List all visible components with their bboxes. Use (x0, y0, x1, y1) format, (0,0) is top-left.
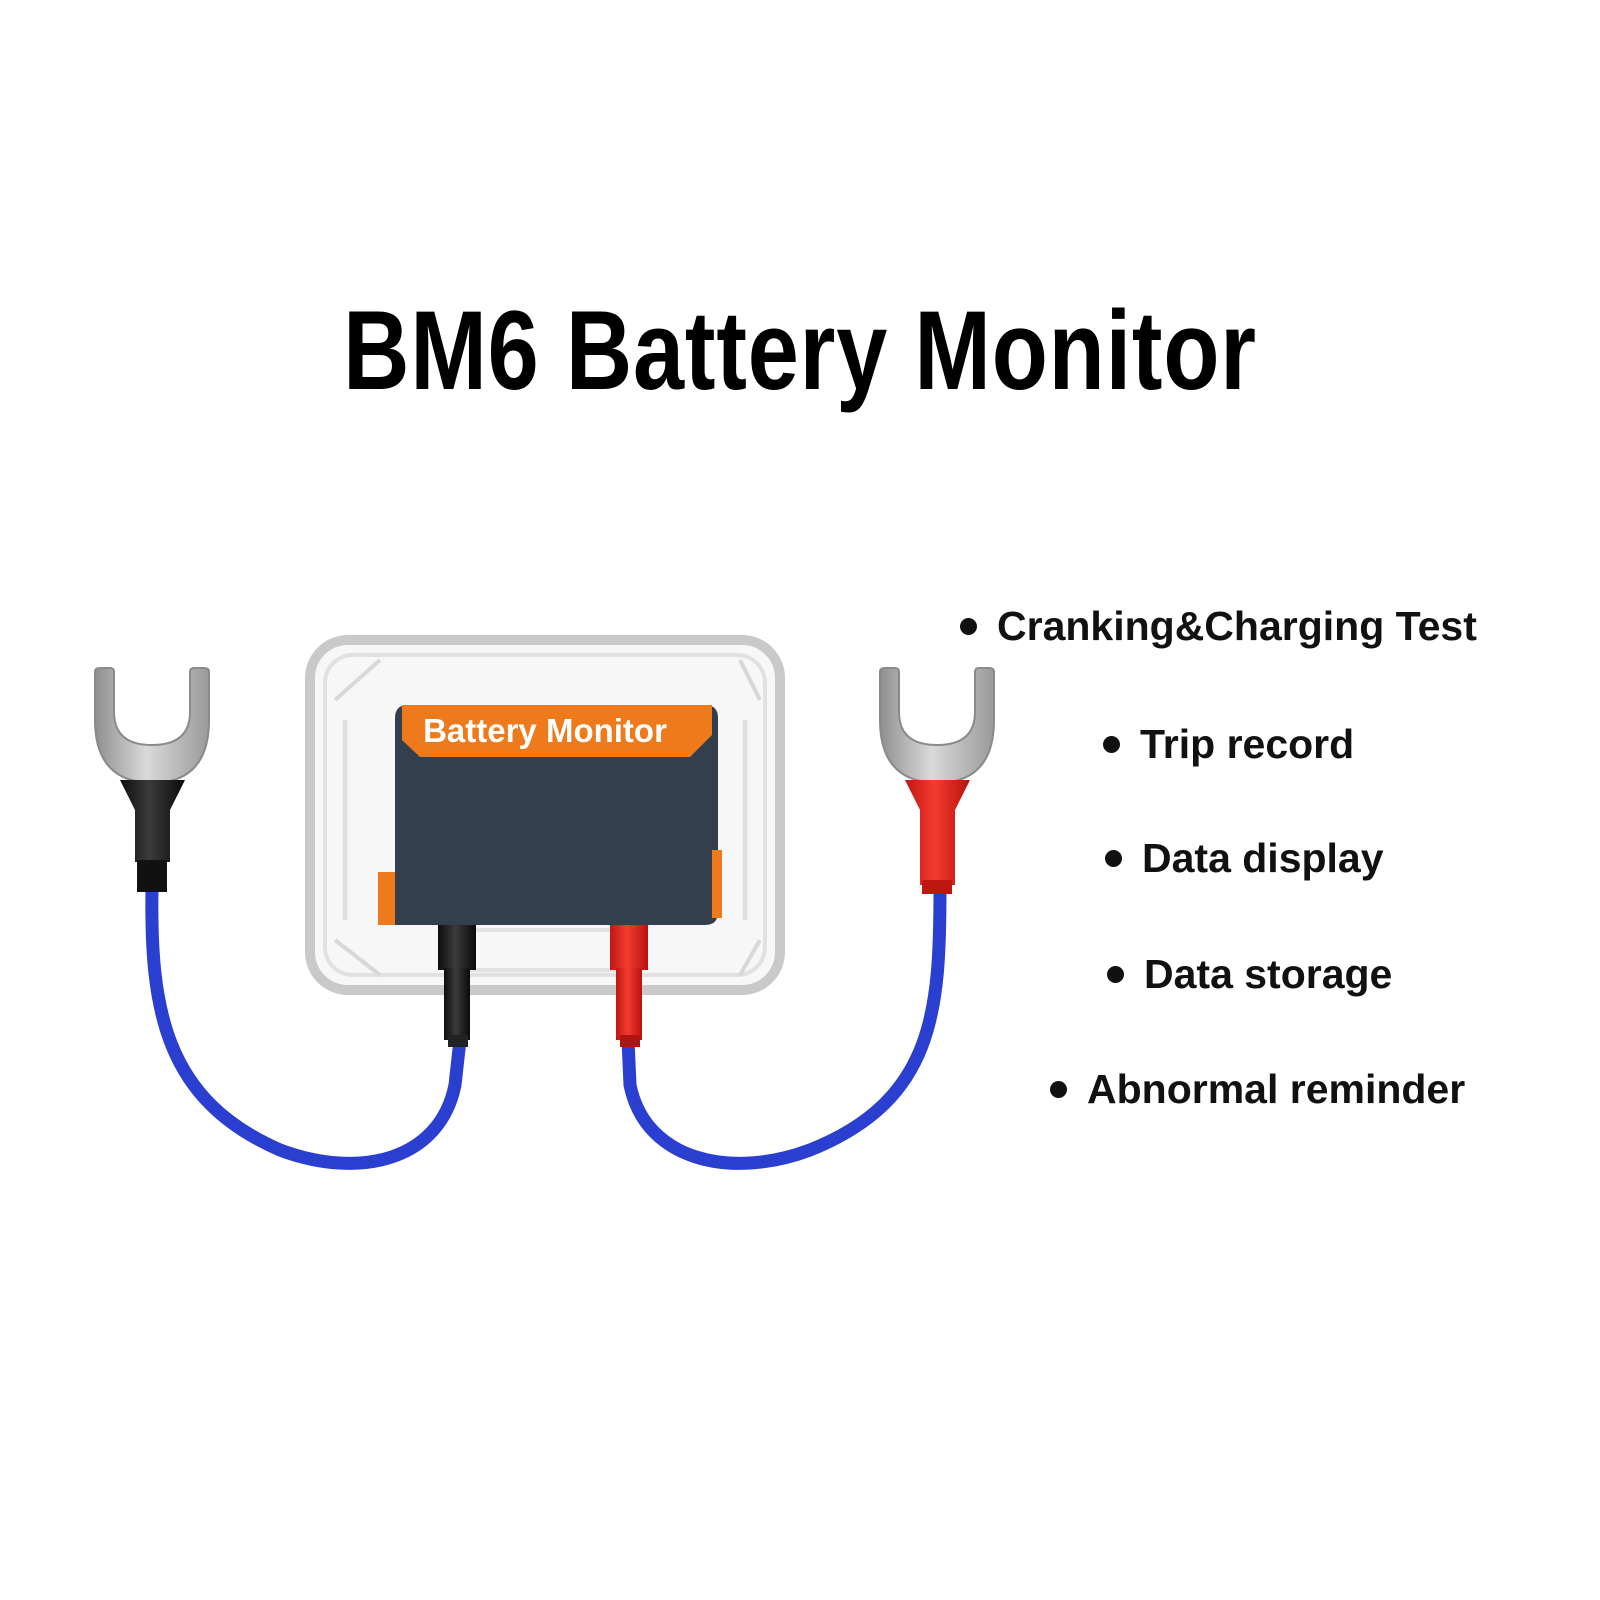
feature-label: Trip record (1140, 721, 1355, 767)
red-connector (610, 925, 648, 1047)
device-label-text: Battery Monitor (423, 712, 667, 749)
feature-label: Data display (1142, 835, 1384, 881)
left-wire (145, 881, 467, 1170)
left-fork-terminal (94, 667, 210, 892)
feature-label: Data storage (1144, 951, 1393, 997)
feature-item-cranking: Cranking&Charging Test (960, 602, 1477, 650)
bullet-icon (1107, 965, 1124, 983)
feature-label: Abnormal reminder (1087, 1066, 1466, 1112)
black-connector (438, 925, 476, 1047)
bullet-icon (1050, 1080, 1067, 1098)
bullet-icon (1105, 849, 1122, 867)
bullet-icon (960, 617, 977, 635)
feature-item-trip-record: Trip record (1103, 720, 1354, 768)
right-fork-terminal (879, 667, 995, 894)
feature-label: Cranking&Charging Test (997, 603, 1477, 649)
right-wire (621, 881, 947, 1170)
feature-item-abnormal-reminder: Abnormal reminder (1050, 1065, 1465, 1113)
device-label: Battery Monitor (402, 705, 712, 757)
feature-item-data-display: Data display (1105, 834, 1384, 882)
feature-item-data-storage: Data storage (1107, 950, 1392, 998)
page-title: BM6 Battery Monitor (343, 288, 1257, 413)
bullet-icon (1103, 735, 1120, 753)
monitor-body (378, 705, 722, 925)
wires (145, 881, 947, 1170)
